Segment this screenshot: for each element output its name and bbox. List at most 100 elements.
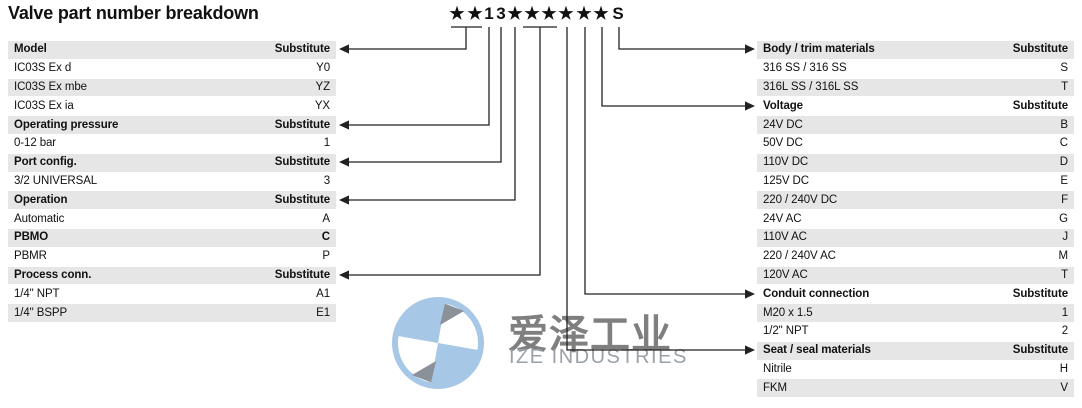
row-label: PBMO: [14, 231, 49, 244]
substitute-code: V: [1060, 381, 1068, 394]
arrow-left-icon: [339, 270, 349, 280]
connector-conduit: [584, 27, 746, 295]
row-label: 316L SS / 316L SS: [763, 80, 859, 93]
row-label: PBMR: [14, 250, 47, 263]
connector-process-conn: [348, 26, 557, 276]
row-label: 1/2" NPT: [763, 325, 809, 338]
connector-voltage: [601, 27, 746, 107]
substitute-code: J: [1062, 231, 1068, 244]
substitute-code: E1: [316, 306, 330, 319]
part-number-char: ★: [449, 4, 465, 23]
row-label: Conduit connection: [763, 287, 870, 300]
substitute-code: 1: [1061, 306, 1068, 319]
table-row: 120V AC T: [757, 265, 1074, 285]
connector-body-trim: [618, 27, 746, 50]
connector-operating-pressure: [348, 27, 490, 126]
table-row: 220 / 240V DC F: [757, 190, 1074, 210]
arrow-left-icon: [339, 120, 349, 130]
substitute-code: H: [1059, 362, 1068, 375]
row-label: 1/4" BSPP: [14, 306, 68, 319]
substitute-code: B: [1060, 118, 1068, 131]
part-number-char: ★: [541, 4, 557, 23]
substitute-code: YZ: [315, 80, 331, 93]
row-label: 110V AC: [763, 231, 807, 244]
section-header-row: Port config. Substitute: [8, 152, 336, 172]
substitute-code: A: [322, 212, 330, 225]
substitute-code: Y0: [316, 62, 330, 75]
substitute-code: F: [1061, 193, 1068, 206]
substitute-label: Substitute: [1012, 99, 1068, 112]
arrow-right-icon: [745, 101, 755, 111]
ize-pinwheel-logo-icon: [392, 297, 484, 389]
table-row: 110V DC D: [757, 152, 1074, 172]
substitute-label: Substitute: [1012, 43, 1068, 56]
part-number-char: ★: [524, 4, 540, 23]
row-label: 220 / 240V DC: [763, 193, 838, 206]
substitute-code: D: [1059, 156, 1068, 169]
arrow-right-icon: [745, 289, 755, 299]
section-header-row: Model Substitute: [8, 40, 336, 59]
substitute-code: YX: [314, 99, 330, 112]
table-row: IC03S Ex mbe YZ: [8, 77, 336, 97]
connector-model: [348, 26, 482, 50]
row-label: Process conn.: [14, 268, 92, 281]
part-number-char: 3: [496, 4, 506, 23]
substitute-code: T: [1061, 268, 1068, 281]
row-label: IC03S Ex ia: [14, 99, 74, 112]
row-label: IC03S Ex mbe: [14, 80, 87, 93]
substitute-code: S: [1060, 62, 1068, 75]
row-label: Automatic: [14, 212, 65, 225]
table-row: IC03S Ex ia YX: [8, 96, 336, 116]
row-label: Port config.: [14, 156, 77, 169]
row-label: 0-12 bar: [14, 137, 57, 150]
connector-operation: [348, 27, 516, 201]
row-label: 220 / 240V AC: [763, 250, 836, 263]
substitute-label: Substitute: [274, 43, 330, 56]
table-row: 1/4" BSPP E1: [8, 303, 336, 322]
part-number-char: S: [612, 4, 624, 23]
row-label: 110V DC: [763, 156, 809, 169]
arrow-left-icon: [339, 44, 349, 54]
row-label: IC03S Ex d: [14, 62, 72, 75]
row-label: 24V AC: [763, 212, 802, 225]
table-row: 220 / 240V AC M: [757, 246, 1074, 266]
substitute-code: T: [1061, 80, 1068, 93]
substitute-code: E: [1060, 174, 1068, 187]
table-row: 110V AC J: [757, 227, 1074, 247]
substitute-label: Substitute: [274, 156, 330, 169]
table-row: PBMO C: [8, 227, 336, 247]
arrow-right-icon: [745, 44, 755, 54]
row-label: Model: [14, 43, 47, 56]
table-row: Automatic A: [8, 209, 336, 228]
row-label: Seat / seal materials: [763, 344, 871, 357]
substitute-code: M: [1058, 250, 1069, 263]
row-label: 120V AC: [763, 268, 808, 281]
substitute-code: C: [321, 231, 330, 244]
row-label: M20 x 1.5: [763, 306, 813, 319]
row-label: 3/2 UNIVERSAL: [14, 174, 98, 187]
part-number-char: ★: [558, 4, 574, 23]
row-label: Operation: [14, 193, 68, 206]
table-row: IC03S Ex d Y0: [8, 58, 336, 78]
connector-port-config: [348, 27, 502, 163]
row-label: 1/4" NPT: [14, 287, 60, 300]
row-label: Nitrile: [763, 362, 792, 375]
arrow-right-icon: [745, 345, 755, 355]
table-row: Nitrile H: [757, 359, 1074, 379]
